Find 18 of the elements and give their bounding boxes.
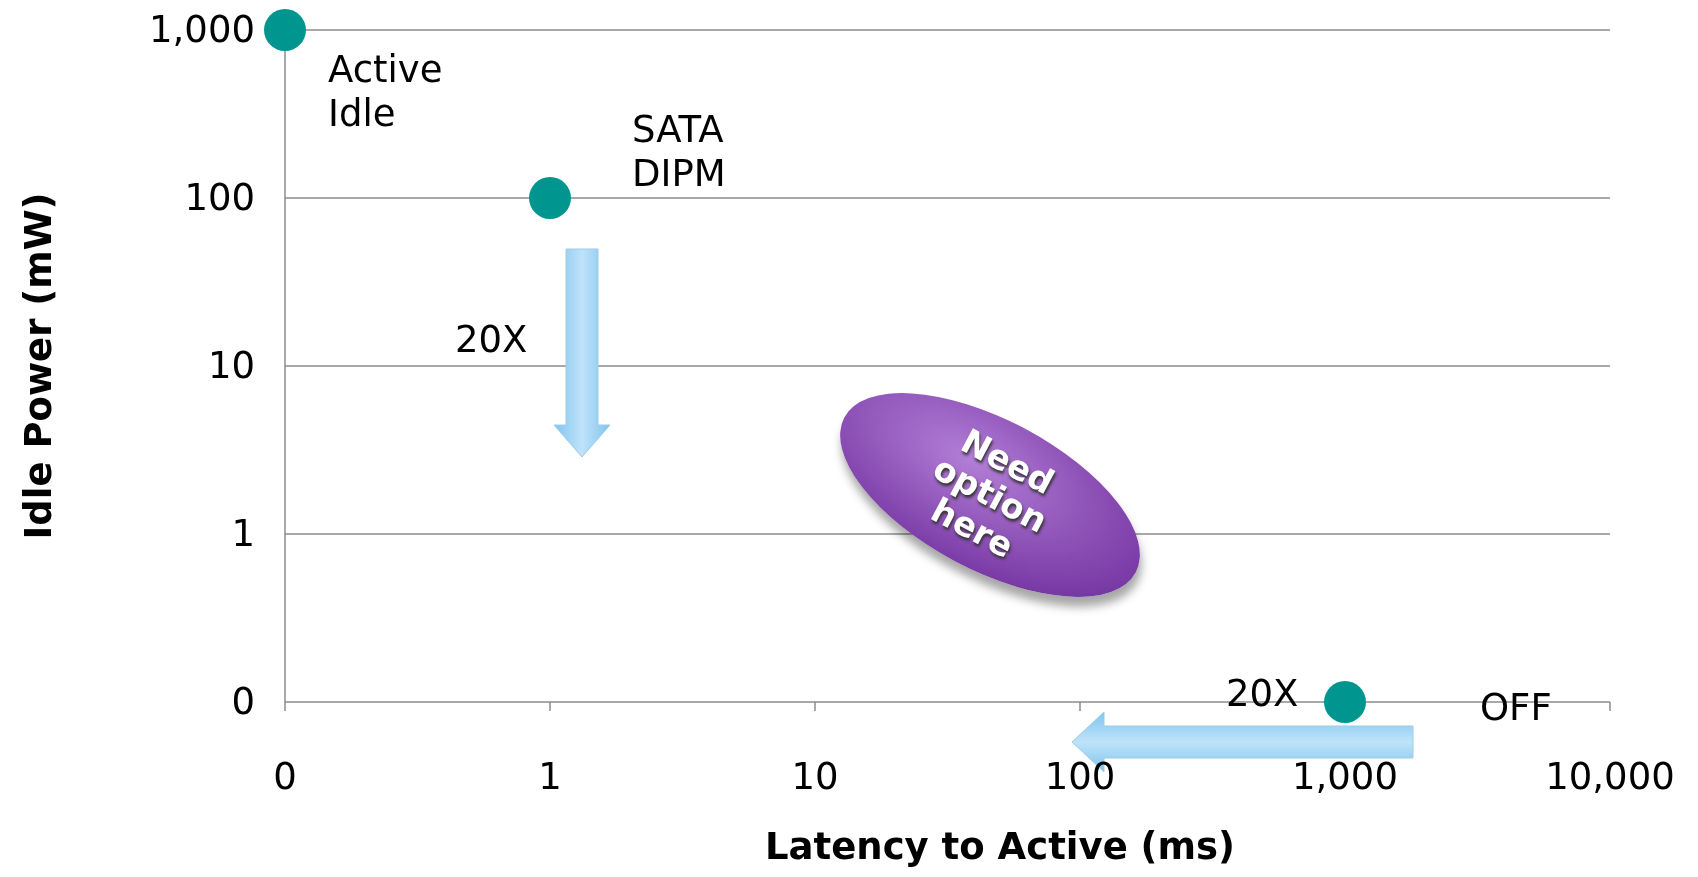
y-tick-label: 100 (183, 179, 255, 216)
y-axis-title: Idle Power (mW) (19, 192, 57, 540)
x-tick-label: 1 (537, 758, 563, 795)
x-tick-label: 10 (790, 758, 840, 795)
point-label: OFF (1480, 686, 1553, 731)
point-label: SATA DIPM (632, 108, 727, 197)
y-tick-label: 1 (230, 515, 255, 552)
y-tick-label: 10 (206, 347, 255, 384)
x-tick-label: 100 (1043, 758, 1117, 795)
arrow-label: 20X (1226, 672, 1300, 717)
x-axis-title: Latency to Active (ms) (764, 828, 1236, 865)
x-tick-label: 1,000 (1291, 758, 1399, 795)
y-tick-label: 1,000 (148, 11, 255, 48)
x-tick-label: 10,000 (1544, 758, 1676, 795)
x-tick-label: 0 (272, 758, 298, 795)
point-label: Active Idle (328, 48, 444, 137)
y-tick-label: 0 (230, 683, 255, 720)
arrow-label: 20X (455, 318, 529, 363)
